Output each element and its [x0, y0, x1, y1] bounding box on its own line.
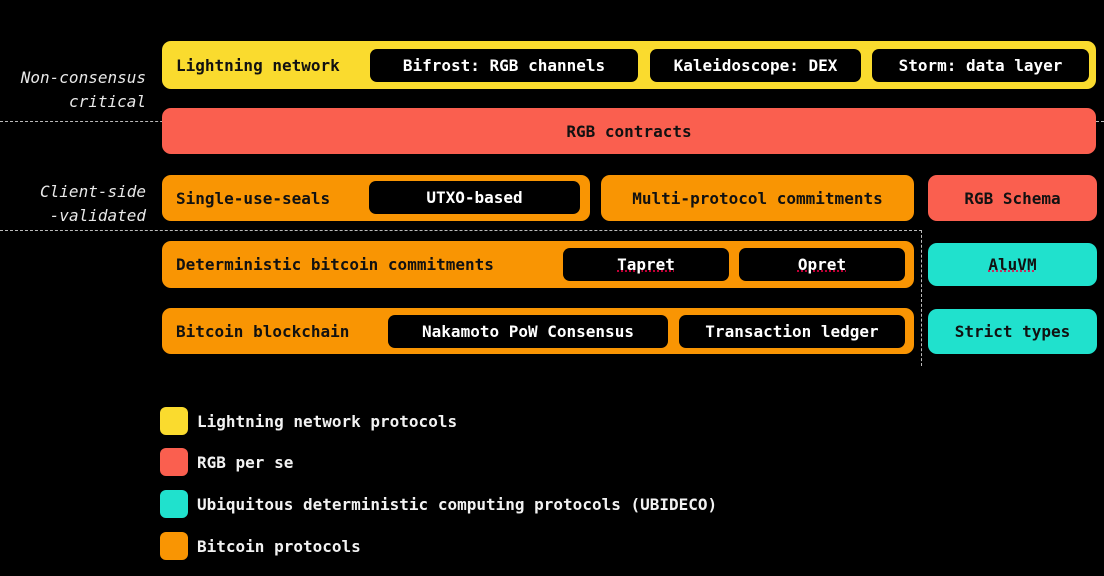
nakamoto-pow-consensus-pill: Nakamoto PoW Consensus: [388, 315, 668, 348]
legend-item: RGB per se: [160, 448, 293, 476]
legend-item: Ubiquitous deterministic computing proto…: [160, 490, 717, 518]
side-label-line: critical: [68, 92, 146, 111]
aluvm-label: AluVM: [988, 255, 1037, 274]
client-side-validated-label: Client-side -validated: [0, 180, 146, 228]
single-use-seals-label: Single-use-seals: [176, 188, 331, 208]
legend-item: Lightning network protocols: [160, 407, 457, 435]
lightning-network-layer: Lightning network Bifrost: RGB channels …: [162, 41, 1096, 89]
legend-label: RGB per se: [197, 452, 294, 472]
opret-label: Opret: [797, 255, 847, 274]
aluvm-block: AluVM: [928, 243, 1097, 286]
side-label-line: -validated: [49, 206, 146, 225]
deterministic-bitcoin-commitments-layer: Deterministic bitcoin commitments Tapret…: [162, 241, 914, 288]
utxo-based-pill: UTXO-based: [369, 181, 580, 214]
rgb-contracts-label: RGB contracts: [566, 121, 692, 141]
lightning-network-label: Lightning network: [176, 55, 340, 75]
legend-swatch-orange: [160, 532, 188, 560]
side-label-line: Non-consensus: [20, 68, 146, 87]
strict-types-block: Strict types: [928, 309, 1097, 354]
multi-protocol-commitments-layer: Multi-protocol commitments: [601, 175, 914, 221]
bifrost-pill: Bifrost: RGB channels: [370, 49, 638, 82]
bitcoin-blockchain-layer: Bitcoin blockchain Nakamoto PoW Consensu…: [162, 308, 914, 354]
multi-protocol-commitments-label: Multi-protocol commitments: [632, 188, 883, 208]
client-side-divider: [0, 230, 922, 231]
rgb-schema-block: RGB Schema: [928, 175, 1097, 221]
bitcoin-blockchain-label: Bitcoin blockchain: [176, 321, 350, 341]
rgb-schema-label: RGB Schema: [964, 188, 1061, 208]
transaction-ledger-pill: Transaction ledger: [679, 315, 905, 348]
side-label-line: Client-side: [40, 182, 146, 201]
opret-pill: Opret: [739, 248, 905, 281]
legend-swatch-yellow: [160, 407, 188, 435]
non-consensus-critical-label: Non-consensus critical: [0, 66, 146, 114]
tapret-pill: Tapret: [563, 248, 729, 281]
legend-label: Lightning network protocols: [197, 411, 458, 431]
legend-item: Bitcoin protocols: [160, 532, 361, 560]
single-use-seals-layer: Single-use-seals UTXO-based: [162, 175, 590, 221]
rgb-contracts-layer: RGB contracts: [162, 108, 1096, 154]
kaleidoscope-pill: Kaleidoscope: DEX: [650, 49, 861, 82]
legend-label: Bitcoin protocols: [197, 536, 361, 556]
strict-types-label: Strict types: [954, 322, 1071, 341]
legend-swatch-teal: [160, 490, 188, 518]
deterministic-bitcoin-commitments-label: Deterministic bitcoin commitments: [176, 255, 494, 274]
storm-pill: Storm: data layer: [872, 49, 1089, 82]
vertical-divider: [921, 230, 922, 366]
tapret-label: Tapret: [617, 255, 675, 274]
legend-label: Ubiquitous deterministic computing proto…: [197, 494, 718, 514]
legend-swatch-red: [160, 448, 188, 476]
